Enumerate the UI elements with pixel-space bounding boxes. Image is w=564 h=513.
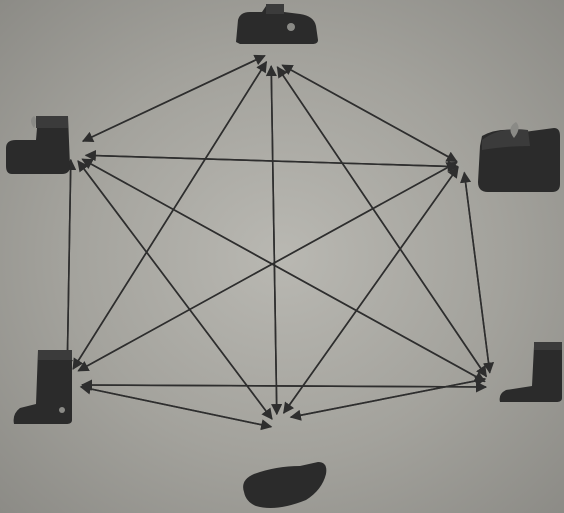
- arrow-bottom-to-top: [271, 66, 277, 414]
- arrow-edges: [67, 56, 490, 427]
- arrow-left-lower-to-left-upper: [67, 160, 71, 370]
- arrow-right-lower-to-right-upper: [464, 173, 490, 373]
- tall-boot-icon: [14, 350, 72, 424]
- arrow-bottom-to-right-lower: [291, 379, 485, 417]
- arrow-right-upper-to-left-upper: [86, 155, 458, 166]
- low-shoe-icon: [243, 462, 326, 508]
- slipper-boot-icon: [236, 4, 318, 44]
- valenki-boot-icon: [500, 342, 562, 402]
- felt-boot-icon: [6, 116, 70, 174]
- arrow-left-upper-to-top: [83, 56, 265, 142]
- arrow-bottom-to-left-lower: [81, 387, 271, 427]
- felt-boot-with-fur-icon: [478, 122, 560, 192]
- arrow-bottom-to-left-upper: [78, 161, 272, 419]
- arrow-right-lower-to-top: [277, 67, 486, 376]
- arrow-left-lower-to-top: [73, 62, 266, 369]
- arrow-right-lower-to-left-upper: [82, 159, 485, 381]
- arrow-right-lower-to-left-lower: [82, 385, 486, 387]
- arrow-left-lower-to-right-upper: [78, 162, 457, 370]
